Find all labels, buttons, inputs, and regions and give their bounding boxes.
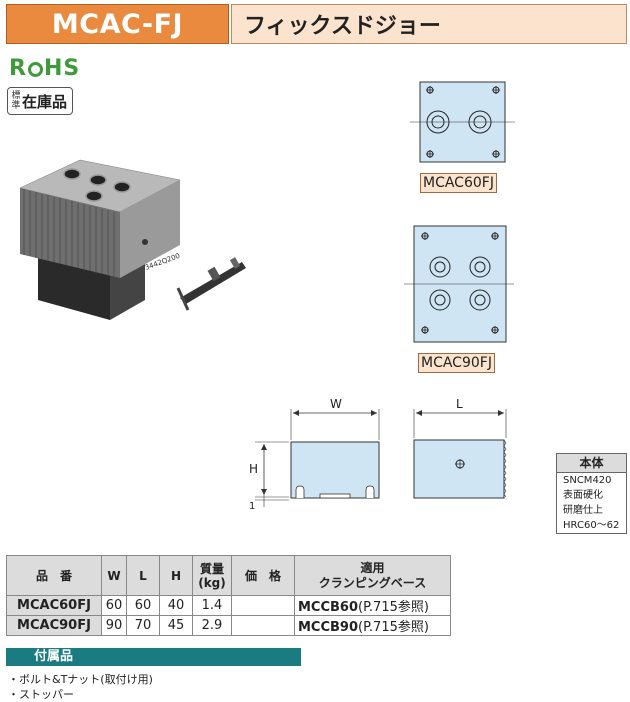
spec-table: 品 番 W L H 質量 (kg) 価 格 適用 クランピングベース MCAC6… [6,555,451,636]
cell-w: 90 [101,615,127,636]
col-model: 品 番 [6,555,102,596]
accessories-title: 付属品 [6,648,301,666]
material-title: 本体 [557,454,626,473]
cell-model: MCAC60FJ [6,595,102,616]
stock-label: 在庫品 [22,92,68,111]
dim-w-label: W [330,397,342,411]
cell-base-model: MCCB90 [298,620,359,635]
cell-price [231,615,295,636]
table-row: MCAC90FJ 90 70 45 2.9 MCCB90(P.715参照) [6,615,451,636]
material-line: 表面硬化 [563,490,603,501]
col-mass: 質量 (kg) [192,555,232,596]
cell-model: MCAC90FJ [6,615,102,636]
accessory-item: ・ボルト&Tナット(取付け用) [8,673,153,686]
cell-h: 40 [159,595,193,616]
cell-base-model: MCCB60 [298,600,359,615]
dim-h-label: H [249,462,259,476]
col-l: L [126,555,160,596]
cell-price [231,595,295,616]
product-photo: 3442Q200 [19,159,246,320]
cell-l: 60 [126,595,160,616]
top-view-90 [404,225,514,343]
product-name: フィックスドジョー [231,4,627,44]
table-row: MCAC60FJ 60 60 40 1.4 MCCB60(P.715参照) [6,595,451,616]
material-line: HRC60～62 [563,520,620,531]
front-view [255,409,380,507]
stock-standard-label: 標準 [11,91,21,111]
cell-base-ref: (P.715参照) [358,620,429,635]
cell-base: MCCB60(P.715参照) [294,595,451,616]
cell-w: 60 [101,595,127,616]
material-line: SNCM420 [563,475,612,486]
dim-l-label: L [456,397,463,411]
col-h: H [159,555,193,596]
rohs-ring-icon [27,62,43,77]
stock-badge: 標準 在庫品 [7,87,73,115]
model-title: MCAC-FJ [6,4,229,44]
cell-base: MCCB90(P.715参照) [294,615,451,636]
cell-h: 45 [159,615,193,636]
cell-l: 70 [126,615,160,636]
caption-mcac60fj: MCAC60FJ [420,173,497,193]
col-w: W [101,555,127,596]
rohs-hs: HS [43,56,81,81]
table-header-row: 品 番 W L H 質量 (kg) 価 格 適用 クランピングベース [6,555,451,596]
col-price: 価 格 [231,555,295,596]
rohs-r: R [9,56,27,81]
dim-one-label: 1 [249,501,256,512]
top-view-60 [410,81,515,163]
accessory-item: ・ストッパー [8,688,74,701]
cell-mass: 1.4 [192,595,232,616]
col-base: 適用 クランピングベース [294,555,451,596]
cell-base-ref: (P.715参照) [358,600,429,615]
rohs-badge: R HS [9,56,80,81]
cell-mass: 2.9 [192,615,232,636]
material-box: 本体 SNCM420 表面硬化 研磨仕上 HRC60～62 [556,453,627,534]
side-view [413,409,507,499]
material-line: 研磨仕上 [563,505,603,516]
caption-mcac90fj: MCAC90FJ [418,353,495,373]
